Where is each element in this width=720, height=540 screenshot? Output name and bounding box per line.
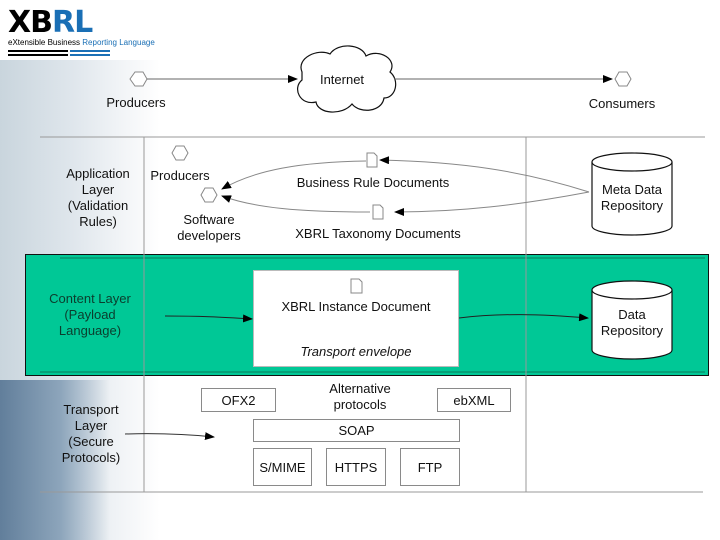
application-layer-line: (Validation <box>67 198 129 213</box>
arrow-meta-to-business-rules <box>379 156 590 193</box>
producers-label: Producers <box>106 95 166 110</box>
logo-subtitle-2: Reporting Language <box>82 38 155 47</box>
transport-layer-line: Protocols) <box>61 450 121 465</box>
producers-app-hexagon-icon <box>171 145 189 161</box>
background-pen-decoration <box>0 380 110 540</box>
content-layer-line: Language) <box>58 323 122 338</box>
arrow-taxonomy-to-developers <box>221 195 371 213</box>
software-developers-line: Software <box>183 212 235 227</box>
soap-box: SOAP <box>253 419 460 442</box>
instance-document-box <box>253 270 459 367</box>
taxonomy-documents-label: XBRL Taxonomy Documents <box>295 226 461 241</box>
app-producers-label: Producers <box>150 168 210 183</box>
logo-stripe <box>70 54 110 56</box>
business-rule-document-icon <box>366 152 378 168</box>
logo-stripe <box>8 50 68 52</box>
content-layer-line: (Payload <box>64 307 116 322</box>
application-layer-line: Application <box>66 166 130 181</box>
transport-layer-line: Transport <box>63 402 119 417</box>
software-developers-hexagon-icon <box>200 187 218 203</box>
smime-box: S/MIME <box>253 448 312 486</box>
consumers-hexagon-icon <box>614 71 632 87</box>
ofx2-box: OFX2 <box>201 388 276 412</box>
software-developers-label: Software developers <box>168 212 250 244</box>
logo-rl: RL <box>52 5 93 40</box>
ftp-box: FTP <box>400 448 460 486</box>
application-layer-line: Layer <box>81 182 115 197</box>
arrow-into-instance <box>164 314 253 323</box>
alternative-protocols-label: Alternative protocols <box>310 381 410 413</box>
internet-label: Internet <box>319 72 365 87</box>
transport-layer-line: (Secure <box>68 434 114 449</box>
arrow-business-rules-to-developers <box>221 160 367 190</box>
instance-document-icon <box>350 278 363 294</box>
data-repository-line: Data <box>618 307 646 322</box>
alternative-line: Alternative <box>329 381 391 396</box>
meta-repository-line: Meta Data <box>602 182 662 197</box>
content-layer-label: Content Layer (Payload Language) <box>40 291 140 339</box>
arrow-transport <box>124 432 215 441</box>
meta-data-repository-cylinder-icon <box>591 152 673 236</box>
ebxml-box: ebXML <box>437 388 511 412</box>
meta-repository-line: Repository <box>600 198 664 213</box>
data-repository-line: Repository <box>600 323 664 338</box>
data-repository-cylinder-icon <box>591 280 673 360</box>
data-repository-label: Data Repository <box>592 307 672 339</box>
arrow-meta-to-taxonomy <box>394 191 590 216</box>
business-rule-documents-label: Business Rule Documents <box>296 175 450 190</box>
application-layer-line: Rules) <box>79 214 117 229</box>
https-box: HTTPS <box>326 448 386 486</box>
transport-layer-label: Transport Layer (Secure Protocols) <box>50 402 132 466</box>
taxonomy-document-icon <box>372 204 384 220</box>
producers-hexagon-icon <box>129 71 148 87</box>
logo-subtitle-1: eXtensible Business <box>8 38 81 47</box>
internet-cloud-icon <box>297 45 397 113</box>
arrow-instance-to-data-repository <box>458 313 589 322</box>
application-layer-label: Application Layer (Validation Rules) <box>58 166 138 230</box>
transport-layer-line: Layer <box>74 418 108 433</box>
instance-document-label: XBRL Instance Document <box>281 299 431 314</box>
transport-envelope-label: Transport envelope <box>300 344 412 359</box>
consumers-label: Consumers <box>588 96 656 111</box>
alternative-line: protocols <box>333 397 387 412</box>
software-developers-line: developers <box>177 228 241 243</box>
meta-data-repository-label: Meta Data Repository <box>592 182 672 214</box>
content-layer-line: Content Layer <box>49 291 131 306</box>
logo-stripe <box>8 54 68 56</box>
logo-xb: XB <box>8 5 53 40</box>
logo-stripe <box>70 50 110 52</box>
